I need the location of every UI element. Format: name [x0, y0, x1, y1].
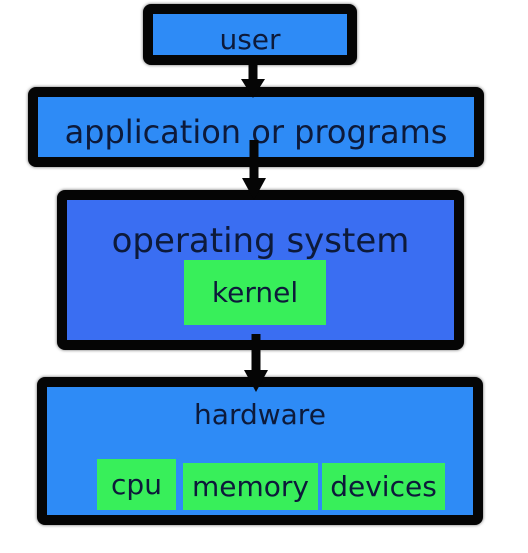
operating-system-box: operating system kernel [57, 190, 464, 350]
devices-box: devices [322, 463, 445, 510]
hardware-box: hardware cpu memory devices [37, 377, 483, 525]
kernel-box: kernel [184, 260, 326, 325]
arrow-user-to-application [241, 58, 265, 98]
user-label: user [219, 23, 281, 56]
arrow-application-to-os [242, 140, 266, 200]
arrow-os-to-hardware [244, 334, 268, 392]
operating-system-label: operating system [111, 221, 410, 261]
cpu-box: cpu [97, 459, 176, 510]
memory-box: memory [183, 463, 318, 510]
hardware-label: hardware [194, 398, 326, 431]
